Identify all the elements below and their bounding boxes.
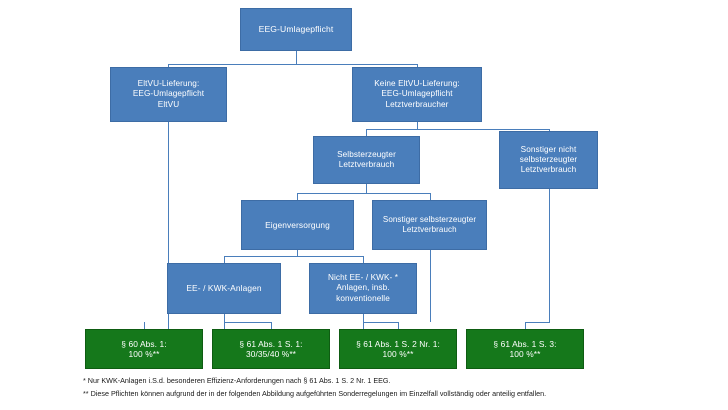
node-label-selbst: Selbsterzeugter Letztverbrauch: [337, 149, 396, 169]
node-sonstselbst: Sonstiger selbsterzeugter Letztverbrauch: [372, 200, 487, 250]
footnote-2: ** Diese Pflichten können aufgrund der i…: [83, 389, 547, 398]
node-label-p60: § 60 Abs. 1: 100 %**: [121, 338, 167, 360]
connector-root-down: [296, 51, 297, 64]
connector-selbst-down: [366, 184, 367, 193]
node-label-sonstnicht: Sonstiger nicht selbsterzeugter Letztver…: [519, 144, 578, 175]
node-p61s1: § 61 Abs. 1 S. 1: 30/35/40 %**: [212, 329, 330, 369]
connector-lvl4-bus: [224, 256, 363, 257]
node-label-p61s2n1: § 61 Abs. 1 S. 2 Nr. 1: 100 %**: [356, 338, 440, 360]
node-eigen: Eigenversorgung: [241, 200, 354, 250]
connector-eltvu-down: [168, 122, 169, 329]
node-keine: Keine EltVU-Lieferung: EEG-Umlagepflicht…: [352, 67, 482, 122]
node-p60: § 60 Abs. 1: 100 %**: [85, 329, 203, 369]
node-label-nichteekwk: Nicht EE- / KWK- * Anlagen, insb. konven…: [327, 273, 399, 303]
connector-sonstnicht-down: [549, 189, 550, 322]
connector-sonstselbst-down: [430, 250, 431, 322]
node-label-p61s1: § 61 Abs. 1 S. 1: 30/35/40 %**: [239, 338, 303, 360]
connector-eekwk-elbow: [224, 322, 272, 323]
node-eekwk: EE- / KWK-Anlagen: [167, 263, 281, 314]
node-sonstnicht: Sonstiger nicht selbsterzeugter Letztver…: [499, 131, 598, 189]
node-label-sonstselbst: Sonstiger selbsterzeugter Letztverbrauch: [382, 215, 477, 234]
node-label-eigen: Eigenversorgung: [265, 219, 330, 230]
connector-eekwk-down: [224, 314, 225, 329]
connector-lvl1-bus: [168, 64, 417, 65]
node-root: EEG-Umlagepflicht: [240, 8, 352, 51]
connector-lvl3-bus: [297, 193, 430, 194]
connector-sonstnicht-in: [549, 129, 550, 131]
node-p61s3: § 61 Abs. 1 S. 3: 100 %**: [466, 329, 584, 369]
node-label-p61s3: § 61 Abs. 1 S. 3: 100 %**: [493, 338, 557, 360]
node-label-root: EEG-Umlagepflicht: [258, 24, 334, 35]
connector-eigen-in: [297, 193, 298, 200]
connector-p60-in: [144, 322, 145, 329]
node-selbst: Selbsterzeugter Letztverbrauch: [313, 136, 420, 184]
node-nichteekwk: Nicht EE- / KWK- * Anlagen, insb. konven…: [309, 263, 417, 314]
node-label-keine: Keine EltVU-Lieferung: EEG-Umlagepflicht…: [374, 79, 460, 109]
connector-lvl2-bus: [366, 129, 549, 130]
footnote-1: * Nur KWK-Anlagen i.S.d. besonderen Effi…: [83, 376, 391, 385]
node-p61s2n1: § 61 Abs. 1 S. 2 Nr. 1: 100 %**: [339, 329, 457, 369]
node-eltvu: EltVU-Lieferung: EEG-Umlagepflicht EltVU: [110, 67, 227, 122]
connector-p61s2-in: [398, 322, 399, 329]
connector-keine-in: [417, 64, 418, 68]
connector-p61s3-in: [525, 322, 526, 329]
connector-nichteekwk-in: [363, 256, 364, 263]
connector-eltvu-in: [168, 64, 169, 68]
connector-sonstnicht-elbow: [525, 322, 550, 323]
connector-eigen-down: [297, 250, 298, 256]
connector-keine-down: [417, 122, 418, 129]
node-label-eekwk: EE- / KWK-Anlagen: [186, 283, 262, 294]
connector-nichteekwk-down: [363, 314, 364, 329]
connector-selbst-in: [366, 129, 367, 136]
footnote-block: * Nur KWK-Anlagen i.S.d. besonderen Effi…: [83, 374, 683, 400]
node-label-eltvu: EltVU-Lieferung: EEG-Umlagepflicht EltVU: [132, 79, 205, 109]
connector-sonstselbst-in: [430, 193, 431, 200]
connector-p61s1-in: [271, 322, 272, 329]
connector-nicht-elbow: [363, 322, 399, 323]
connector-eekwk-in: [224, 256, 225, 263]
